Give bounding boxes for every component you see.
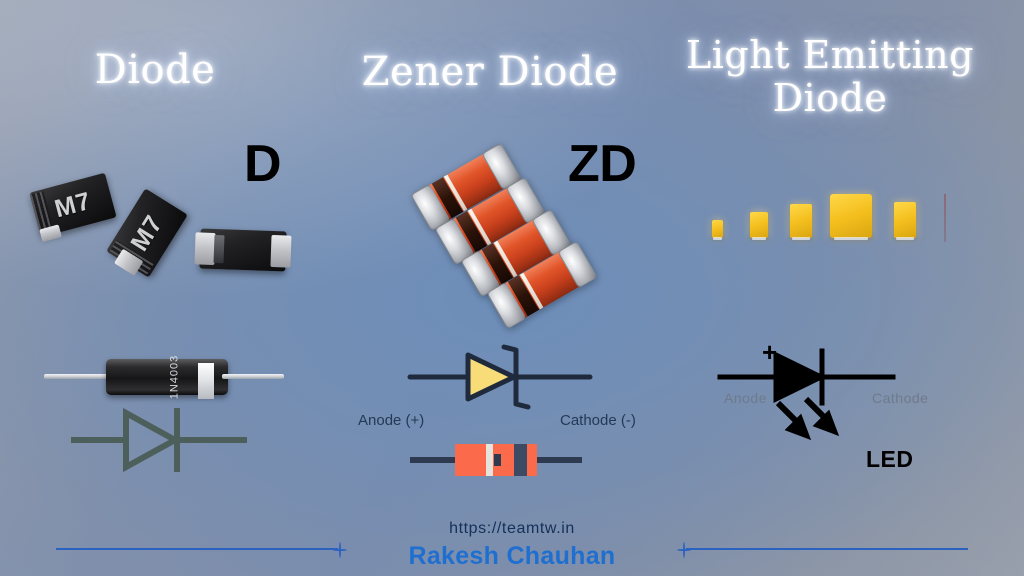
footer-divider-left	[56, 542, 348, 558]
panel-title-diode: Diode	[94, 47, 216, 93]
led-emission-arrows	[775, 396, 840, 441]
diode-triangle	[123, 407, 182, 473]
led-name-label: LED	[866, 446, 914, 472]
footer-website-url[interactable]: https://teamtw.in	[449, 520, 575, 537]
footer-divider-right	[676, 542, 968, 558]
panel-title-led-line2: Diode	[772, 75, 888, 120]
zener-physical-body	[410, 444, 582, 476]
zener-triangle	[465, 352, 517, 402]
zener-diode-symbol	[407, 344, 593, 410]
led-chip	[830, 194, 872, 240]
panel-title-led: Light Emitting Diode	[660, 34, 1000, 119]
axial-lead-anode	[44, 374, 112, 379]
smd-terminal-left	[194, 232, 216, 266]
divider-line	[56, 548, 338, 550]
abbreviation-zener-diode: ZD	[568, 135, 637, 193]
panel-title-zener: Zener Diode	[361, 49, 619, 95]
led-triangle	[773, 350, 827, 404]
led-anode-label: Anode	[724, 390, 767, 406]
diode-symbol	[71, 407, 247, 473]
zener-body-band-light	[486, 444, 493, 476]
led-symbol	[717, 348, 896, 441]
led-chip	[790, 204, 812, 240]
axial-part-number-label: 1N4003	[168, 354, 181, 400]
led-chip-photo-group	[712, 178, 952, 242]
image-edge-artifact	[944, 194, 946, 242]
led-arrow-2-head	[812, 409, 840, 437]
led-chip	[712, 220, 723, 240]
axial-lead-cathode	[222, 374, 284, 379]
divider-line	[686, 548, 968, 550]
led-chip	[750, 212, 768, 240]
zener-body-band-dark	[514, 444, 527, 476]
smd-diode-photo-group: M7 M7	[28, 168, 308, 308]
sparkle-icon	[676, 542, 692, 558]
panel-title-led-line1: Light Emitting	[686, 33, 974, 77]
smd-diode-package	[194, 228, 292, 272]
zener-diode-photo-group	[410, 142, 612, 330]
axial-diode-body: 1N4003	[106, 355, 228, 399]
axial-diode-illustration: 1N4003	[44, 355, 284, 399]
axial-cathode-band	[198, 363, 214, 399]
smd-diode-package: M7	[106, 188, 188, 278]
abbreviation-diode: D	[244, 135, 282, 193]
smd-notch	[213, 234, 225, 264]
sparkle-icon	[332, 542, 348, 558]
smd-terminal-right	[270, 234, 292, 268]
footer-author-name: Rakesh Chauhan	[408, 542, 616, 570]
led-cathode-label: Cathode	[872, 390, 929, 406]
zener-anode-label: Anode (+)	[358, 412, 425, 429]
zener-cathode-label: Cathode (-)	[560, 412, 636, 429]
smd-diode-package: M7	[29, 172, 117, 243]
led-arrow-1-head	[784, 413, 812, 441]
zener-body-dot	[494, 454, 501, 466]
led-chip	[894, 202, 916, 240]
footer: https://teamtw.in Rakesh Chauhan	[0, 506, 1024, 576]
led-polarity-plus-label: +	[762, 337, 778, 367]
